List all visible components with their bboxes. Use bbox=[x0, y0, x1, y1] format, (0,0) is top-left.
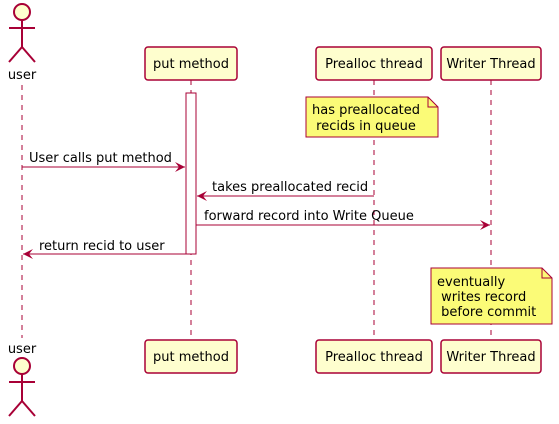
actor-user-bottom: user bbox=[8, 342, 37, 417]
actor-stick-figure-icon bbox=[8, 3, 36, 63]
participant-prealloc-thread-bottom: Prealloc thread bbox=[315, 339, 433, 374]
participant-writer-thread-bottom: Writer Thread bbox=[440, 339, 542, 374]
participant-put-method-bottom: put method bbox=[144, 339, 238, 374]
note-writer: eventually writes record before commit bbox=[430, 267, 553, 325]
participant-put-method-top: put method bbox=[144, 46, 238, 81]
activation-bar-put-method bbox=[185, 92, 197, 255]
message-forward-record: forward record into Write Queue bbox=[196, 209, 490, 230]
note-prealloc-line2: recids in queue bbox=[312, 119, 416, 134]
note-writer-line2: writes record bbox=[437, 290, 526, 305]
message-user-calls-put-method: User calls put method bbox=[22, 151, 185, 172]
message-takes-preallocated-recid: takes preallocated recid bbox=[197, 180, 374, 201]
message-label-4: return recid to user bbox=[39, 239, 165, 254]
participant-label-user-bottom: user bbox=[8, 342, 37, 357]
participant-label-writer-thread-top: Writer Thread bbox=[446, 57, 535, 72]
message-return-recid: return recid to user bbox=[23, 239, 186, 259]
note-prealloc: has preallocated recids in queue bbox=[305, 96, 439, 138]
participant-label-put-method-top: put method bbox=[153, 57, 229, 72]
participant-label-user-top: user bbox=[8, 68, 37, 83]
participant-label-prealloc-thread-bottom: Prealloc thread bbox=[325, 350, 423, 365]
actor-user-top: user bbox=[8, 3, 37, 83]
note-writer-line3: before commit bbox=[437, 305, 536, 320]
message-label-1: User calls put method bbox=[29, 151, 172, 166]
participant-prealloc-thread-top: Prealloc thread bbox=[315, 46, 433, 81]
participant-label-writer-thread-bottom: Writer Thread bbox=[446, 350, 535, 365]
actor-stick-figure-icon bbox=[8, 357, 36, 417]
participant-label-put-method-bottom: put method bbox=[153, 350, 229, 365]
note-writer-line1: eventually bbox=[437, 275, 505, 290]
note-prealloc-line1: has preallocated bbox=[312, 103, 420, 118]
participant-writer-thread-top: Writer Thread bbox=[440, 46, 542, 81]
message-label-3: forward record into Write Queue bbox=[204, 209, 414, 224]
participant-label-prealloc-thread-top: Prealloc thread bbox=[325, 57, 423, 72]
message-label-2: takes preallocated recid bbox=[212, 180, 368, 195]
